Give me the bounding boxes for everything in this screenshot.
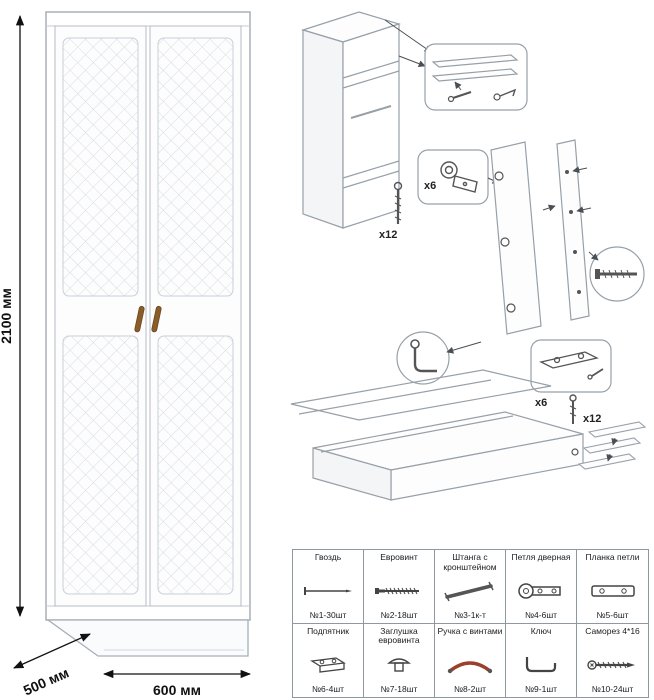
part-cell-key: Ключ №9-1шт: [506, 623, 577, 697]
part-qty: №5-6шт: [596, 609, 629, 620]
part-cell-hinge-plate: Планка петли №5-6шт: [577, 550, 648, 624]
part-qty: №6-4шт: [311, 684, 345, 694]
part-cell-foot-glide: Подпятник №6-4шт: [293, 623, 364, 697]
left-door-handle: [134, 305, 145, 333]
carcass-diagram: [300, 11, 402, 229]
depth-dimension-label: 500 мм: [21, 664, 71, 698]
part-name: Гвоздь: [314, 552, 342, 562]
rod-icon: [442, 573, 498, 610]
screw-bottom-qty-label: x12: [583, 413, 601, 425]
cornice-detail: [424, 43, 528, 111]
hinge-top-qty-label: x6: [424, 180, 436, 192]
door-lattice-panels: [62, 37, 234, 595]
base-box-diagram: [290, 369, 584, 501]
carcass-leader-arrows: [384, 19, 432, 68]
part-name: Евровинт: [380, 552, 418, 562]
handle-icon: [444, 646, 496, 685]
part-cell-screw: Саморез 4*16 №10-24шт: [577, 624, 648, 698]
panels-detail: [577, 421, 647, 470]
height-dimension-label: 2100 мм: [0, 288, 14, 344]
door-panel-diagram: [490, 141, 542, 335]
part-qty: №10-24шт: [591, 684, 634, 694]
hinge-detail-top: [417, 149, 500, 205]
part-qty: №4-6шт: [524, 609, 558, 620]
part-cell-euroscrew: Евровинт №2-18шт: [364, 550, 435, 624]
part-name: Планка петли: [585, 552, 640, 562]
part-qty: №3-1к-т: [454, 609, 486, 620]
wardrobe-base: [45, 619, 249, 657]
part-qty: №9-1шт: [524, 684, 558, 694]
hinge-plate-icon: [539, 351, 604, 380]
part-name: Заглушка евровинта: [378, 625, 420, 646]
key-icon: [521, 646, 561, 685]
hinge-bottom-qty-label: x6: [535, 397, 547, 409]
width-dimension-label: 600 мм: [153, 682, 201, 698]
part-name: Ручка с винтами: [437, 625, 503, 636]
hinge-plate-detail: [530, 339, 612, 393]
screw-cap-icon: [386, 646, 412, 684]
part-qty: №8-2шт: [453, 684, 487, 694]
nail-icon: [302, 572, 354, 610]
assembly-exploded-view: x6 x12: [290, 11, 647, 501]
screw-icon: [447, 81, 472, 103]
part-cell-rod: Штанга с кронштейном №3-1к-т: [435, 550, 506, 624]
part-qty: №1-30шт: [309, 609, 347, 620]
wardrobe-front-view: 2100 мм 500 мм 600 мм: [0, 11, 252, 698]
key-callout: [396, 331, 482, 385]
part-cell-screw-cap: Заглушка евровинта №7-18шт: [364, 623, 435, 697]
door-side-arrow: [542, 204, 556, 212]
part-cell-nail: Гвоздь №1-30шт: [293, 550, 364, 624]
part-cell-hinge: Петля дверная №4-6шт: [506, 550, 577, 624]
part-name: Штанга с кронштейном: [443, 552, 497, 572]
hinge-icon: [516, 572, 566, 610]
door-handles: [134, 305, 162, 333]
part-qty: №2-18шт: [380, 609, 418, 620]
hardware-parts-table: Гвоздь №1-30шт Евровинт №2-18шт Штанга с…: [292, 549, 649, 698]
screw-icon: [586, 646, 639, 685]
part-name: Ключ: [530, 625, 552, 636]
side-panel-diagram: [556, 139, 592, 321]
hinge-icon: [440, 161, 478, 193]
part-qty: №7-18шт: [380, 684, 418, 694]
depth-dimension-arrow: [13, 633, 91, 669]
wardrobe-body: [45, 11, 251, 657]
confirmat-x12-bottom: [569, 394, 577, 424]
hinge-plate-icon: [588, 572, 638, 610]
key-icon: [410, 339, 437, 373]
euroscrew-callout: [588, 246, 645, 302]
right-door-handle: [151, 305, 162, 333]
part-name: Петля дверная: [511, 552, 571, 562]
part-name: Подпятник: [307, 625, 349, 636]
euroscrew-icon: [373, 572, 425, 610]
foot-glide-icon: [308, 646, 348, 685]
screw-top-qty-label: x12: [379, 229, 397, 241]
part-cell-handle: Ручка с винтами №8-2шт: [435, 623, 506, 697]
key-icon: [493, 88, 517, 101]
confirmat-x12-top: [393, 181, 403, 224]
part-name: Саморез 4*16: [585, 625, 640, 636]
euroscrew-icon: [595, 269, 637, 279]
